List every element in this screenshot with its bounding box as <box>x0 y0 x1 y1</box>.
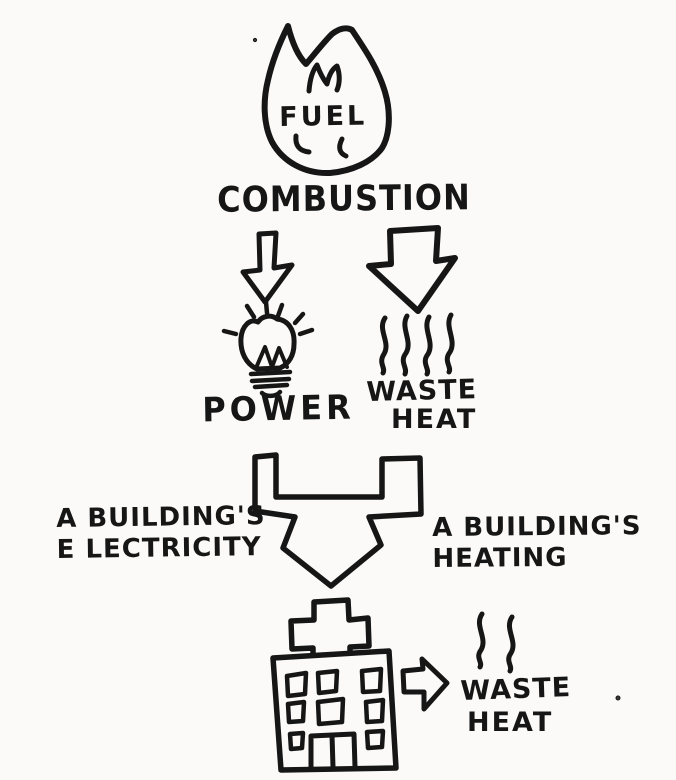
building-electricity-label: A BUILDING'S E LECTRICITY <box>56 501 266 566</box>
building-heating-line2: HEATING <box>432 542 568 574</box>
heat-waves-icon <box>379 312 455 377</box>
lightbulb-icon <box>221 299 315 399</box>
flame-icon <box>261 23 392 177</box>
down-arrow-waste-heat-icon <box>366 225 458 314</box>
building-heating-label: A BUILDING'S HEATING <box>432 511 642 575</box>
waste-heat-bottom-label-line2: HEAT <box>467 707 554 738</box>
merge-down-arrow-icon <box>252 452 424 589</box>
building-icon <box>270 597 399 773</box>
combustion-label: COMBUSTION <box>216 176 471 221</box>
power-label: POWER <box>201 387 356 430</box>
fuel-label: FUEL <box>278 100 368 133</box>
building-electricity-line2: E LECTRICITY <box>56 532 262 565</box>
building-electricity-line1: A BUILDING'S <box>56 501 266 534</box>
waste-heat-top-label-line1: WASTE <box>365 374 478 408</box>
heat-waves-small-icon <box>476 611 516 674</box>
right-arrow-icon <box>400 656 450 712</box>
down-arrow-power-icon <box>240 230 295 305</box>
building-heating-line1: A BUILDING'S <box>432 511 642 543</box>
waste-heat-top-label-line2: HEAT <box>391 404 478 435</box>
waste-heat-bottom-label-line1: WASTE <box>459 672 572 707</box>
paper-specks <box>252 37 621 701</box>
